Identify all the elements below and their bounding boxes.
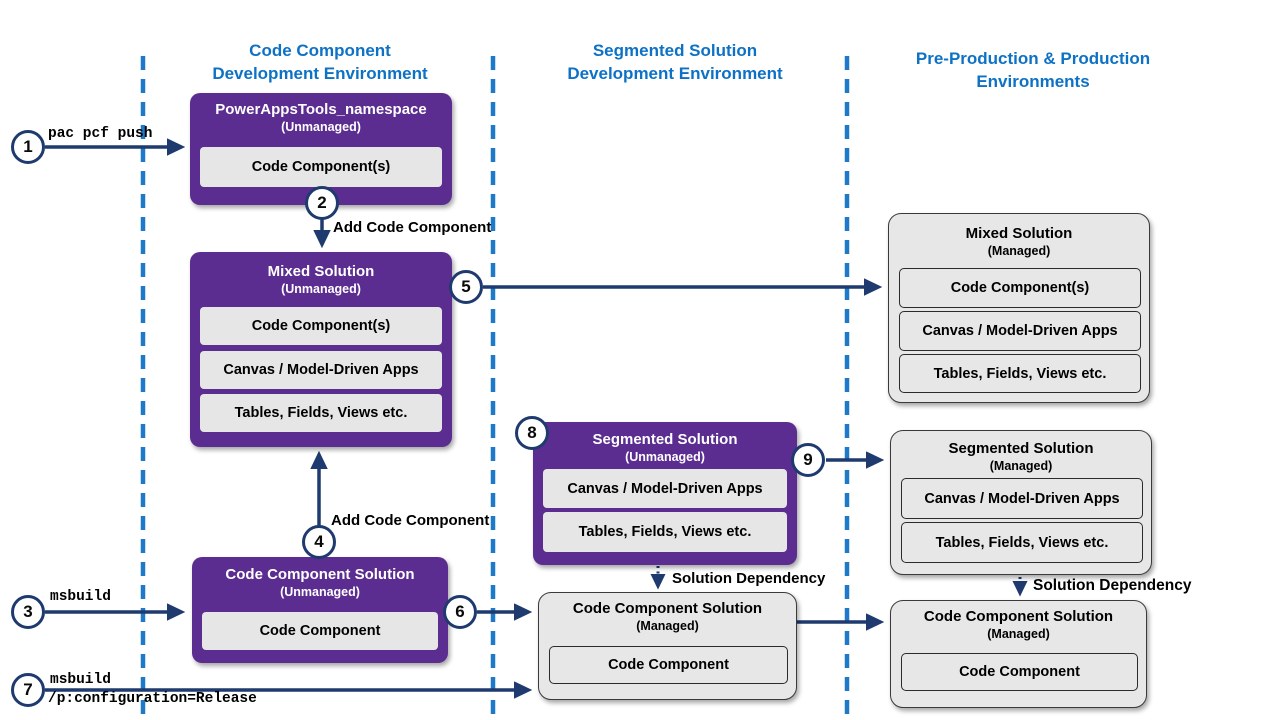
column-header-segmented-dev: Segmented Solution Development Environme… bbox=[525, 39, 825, 85]
column-header-code-component-dev: Code Component Development Environment bbox=[170, 39, 470, 85]
item-tables-fields-views: Tables, Fields, Views etc. bbox=[899, 354, 1141, 393]
item-code-component: Code Component bbox=[901, 653, 1138, 691]
box-subtitle: (Unmanaged) bbox=[280, 585, 360, 599]
box-title: PowerAppsTools_namespace bbox=[215, 101, 427, 118]
step-circle-4: 4 bbox=[302, 525, 336, 559]
label-msbuild: msbuild bbox=[50, 589, 111, 605]
label-solution-dependency-right: Solution Dependency bbox=[1033, 577, 1192, 594]
item-canvas-model-driven-apps: Canvas / Model-Driven Apps bbox=[899, 311, 1141, 351]
step-circle-9: 9 bbox=[791, 443, 825, 477]
item-canvas-model-driven-apps: Canvas / Model-Driven Apps bbox=[901, 478, 1143, 519]
box-mixed-solution-managed: Mixed Solution (Managed) Code Component(… bbox=[888, 213, 1150, 403]
box-title: Mixed Solution bbox=[267, 263, 375, 280]
step-circle-5: 5 bbox=[449, 270, 483, 304]
column-header-line2: Development Environment bbox=[212, 64, 428, 83]
column-header-line2: Environments bbox=[976, 72, 1090, 91]
item-code-component: Code Component bbox=[202, 612, 438, 650]
box-subtitle: (Managed) bbox=[636, 619, 699, 633]
column-header-line1: Code Component bbox=[249, 41, 391, 60]
box-subtitle: (Managed) bbox=[987, 627, 1050, 641]
box-subtitle: (Unmanaged) bbox=[281, 120, 361, 134]
box-subtitle: (Unmanaged) bbox=[625, 450, 705, 464]
item-tables-fields-views: Tables, Fields, Views etc. bbox=[543, 512, 787, 552]
box-code-component-solution-managed-right: Code Component Solution (Managed) Code C… bbox=[890, 600, 1147, 708]
column-header-line1: Segmented Solution bbox=[592, 41, 758, 60]
box-segmented-solution-managed: Segmented Solution (Managed) Canvas / Mo… bbox=[890, 430, 1152, 575]
box-segmented-solution-unmanaged: Segmented Solution (Unmanaged) Canvas / … bbox=[533, 422, 797, 565]
step-circle-2: 2 bbox=[305, 186, 339, 220]
label-pac-pcf-push: pac pcf push bbox=[48, 126, 153, 142]
box-mixed-solution-unmanaged: Mixed Solution (Unmanaged) Code Componen… bbox=[190, 252, 452, 447]
step-circle-7: 7 bbox=[11, 673, 45, 707]
item-code-components: Code Component(s) bbox=[200, 307, 442, 345]
label-msbuild-release-line2: /p:configuration=Release bbox=[48, 691, 257, 707]
label-add-code-component-top: Add Code Component bbox=[333, 219, 492, 236]
item-code-component: Code Component bbox=[549, 646, 788, 684]
box-title: Segmented Solution bbox=[948, 440, 1094, 457]
column-header-preprod-prod: Pre-Production & Production Environments bbox=[880, 47, 1186, 93]
item-code-components: Code Component(s) bbox=[899, 268, 1141, 308]
box-subtitle: (Managed) bbox=[989, 459, 1053, 473]
label-msbuild-release-line1: msbuild bbox=[50, 672, 111, 688]
box-subtitle: (Unmanaged) bbox=[281, 282, 361, 296]
step-circle-3: 3 bbox=[11, 595, 45, 629]
box-code-component-solution-managed-mid: Code Component Solution (Managed) Code C… bbox=[538, 592, 797, 700]
item-canvas-model-driven-apps: Canvas / Model-Driven Apps bbox=[200, 351, 442, 389]
label-solution-dependency-mid: Solution Dependency bbox=[672, 570, 826, 587]
item-code-components: Code Component(s) bbox=[200, 147, 442, 187]
box-title: Mixed Solution bbox=[965, 225, 1073, 242]
column-header-line2: Development Environment bbox=[567, 64, 783, 83]
box-subtitle: (Managed) bbox=[987, 244, 1051, 258]
label-add-code-component-bottom: Add Code Component bbox=[331, 512, 490, 529]
box-title: Code Component Solution bbox=[572, 600, 763, 617]
box-title: Code Component Solution bbox=[923, 608, 1114, 625]
box-title: Code Component Solution bbox=[225, 566, 415, 583]
box-code-component-solution-unmanaged: Code Component Solution (Unmanaged) Code… bbox=[192, 557, 448, 663]
box-title: Segmented Solution bbox=[592, 431, 738, 448]
item-canvas-model-driven-apps: Canvas / Model-Driven Apps bbox=[543, 469, 787, 508]
item-tables-fields-views: Tables, Fields, Views etc. bbox=[200, 394, 442, 432]
column-header-line1: Pre-Production & Production bbox=[915, 49, 1151, 68]
step-circle-8: 8 bbox=[515, 416, 549, 450]
step-circle-6: 6 bbox=[443, 595, 477, 629]
item-tables-fields-views: Tables, Fields, Views etc. bbox=[901, 522, 1143, 563]
step-circle-1: 1 bbox=[11, 130, 45, 164]
